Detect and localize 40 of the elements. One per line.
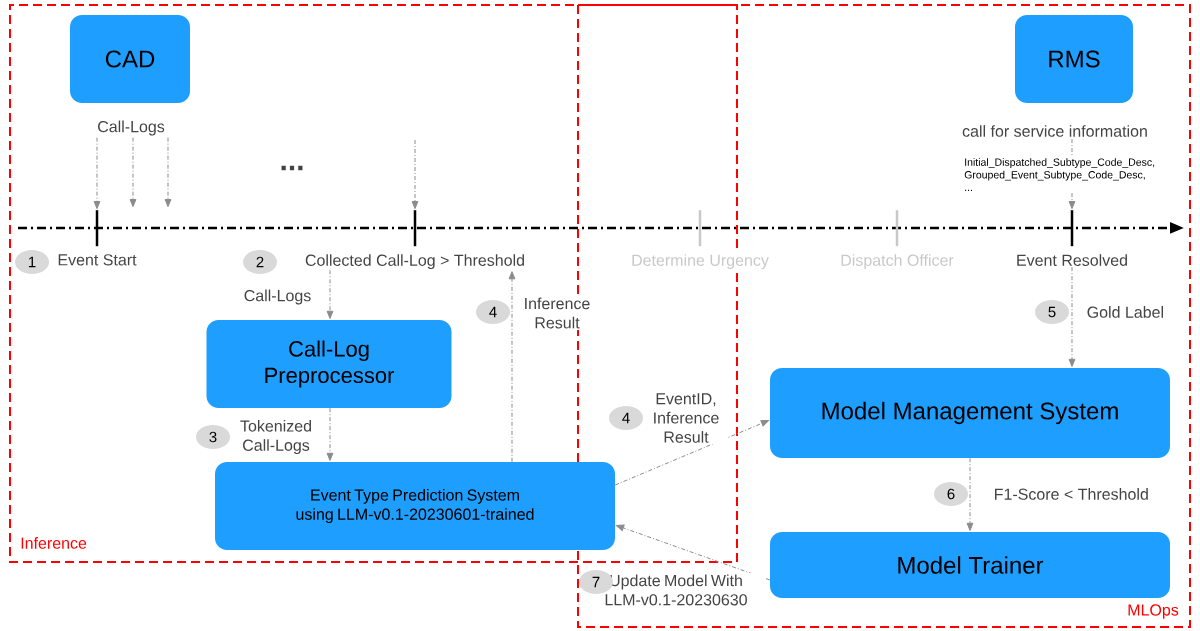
edge-label: Inference Result (515, 296, 599, 330)
timeline-tick: Event Start (58, 210, 137, 266)
field-list: Initial_Dispatched_Subtype_Code_Desc, Grouped_Event_Subtype_Code_Desc, ... (963, 157, 1155, 192)
process-box: RMS (1015, 15, 1133, 103)
callout-number: 3 (196, 425, 230, 449)
node-label: Collected Call-Log > Threshold (305, 254, 524, 270)
arrow (164, 137, 172, 208)
source-text: call for service information (962, 125, 1147, 137)
arrow (508, 271, 516, 463)
callout-number: 2 (243, 250, 277, 274)
node-label: Event Resolved (1017, 254, 1127, 266)
arrow (616, 524, 771, 581)
edge-label: EventID, Inference Result (644, 391, 728, 445)
process-box: CAD (70, 15, 190, 103)
ellipsis: ... (281, 165, 303, 171)
process-box: Model Management System (770, 368, 1170, 458)
node-label: Event Start (58, 254, 137, 266)
process-box: Event Type Prediction System using LLM-v0.1-20230601-trained (215, 462, 615, 550)
arrow (326, 269, 334, 319)
timeline-tick: Event Resolved (1017, 210, 1127, 266)
arrow (93, 137, 101, 210)
arrow (1068, 266, 1076, 367)
callout-number: 1 (15, 250, 49, 274)
callout-number: 5 (1035, 300, 1069, 324)
arrow (411, 139, 419, 210)
edge-label: Call-Logs (242, 288, 313, 306)
timeline-tick: Collected Call-Log > Threshold (305, 210, 524, 270)
edge-label: Tokenized Call-Logs (227, 418, 325, 456)
callout-number: 4 (609, 406, 643, 430)
process-box: Call-Log Preprocessor (206, 320, 452, 408)
arrow (326, 407, 334, 461)
arrow (614, 420, 770, 486)
callout-number: 4 (476, 300, 510, 324)
source-text: Call-Logs (98, 120, 165, 136)
arrow (966, 457, 974, 531)
edge-label: F1-Score < Threshold (992, 486, 1151, 502)
arrow (129, 137, 137, 208)
callout-number: 6 (934, 482, 968, 506)
process-box: Model Trainer (770, 532, 1170, 598)
edge-label: Gold Label (1085, 304, 1166, 320)
